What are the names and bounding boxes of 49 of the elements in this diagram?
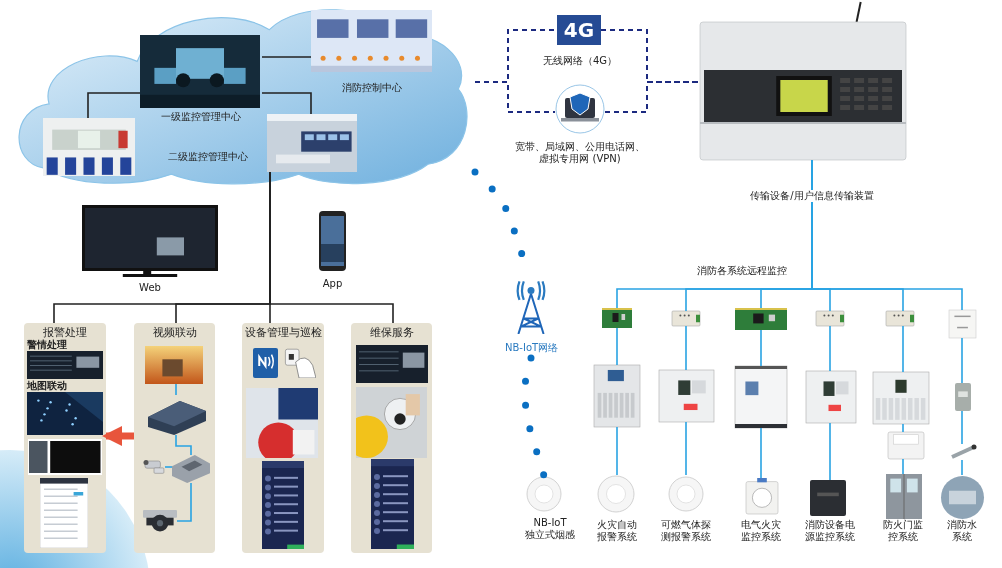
- connector-line: [760, 329, 762, 367]
- system-caption: 消防水系统: [945, 519, 979, 543]
- connector-line: [261, 92, 312, 115]
- connector-line: [87, 92, 141, 119]
- system-caption: 可燃气体探测报警系统: [659, 519, 713, 543]
- connector-line: [175, 383, 177, 396]
- panel-heading: 设备管理与巡检: [243, 326, 323, 339]
- system-caption: 电气火灾监控系统: [739, 519, 783, 543]
- dotted-connector: [521, 354, 548, 480]
- panel-card: [24, 323, 106, 553]
- connector-line: [961, 459, 963, 476]
- connector-line: [961, 410, 963, 445]
- platform-label: Web: [138, 282, 162, 294]
- panel-heading: 维保服务: [368, 326, 415, 339]
- panel-heading: 视频联动: [151, 326, 198, 339]
- connector-line: [164, 466, 173, 468]
- network-badge: 4G: [557, 15, 601, 45]
- platform-label: App: [321, 278, 344, 290]
- connector-line: [961, 337, 963, 384]
- arrow: [102, 426, 134, 446]
- connector-line: [616, 327, 618, 366]
- network-label: NB-IoT网络: [505, 342, 557, 354]
- connector-line: [902, 423, 904, 433]
- panel-card: [242, 323, 324, 553]
- panel-card: [351, 323, 432, 553]
- dashed-connector: [474, 81, 556, 113]
- connector-line: [176, 482, 192, 522]
- center-label: 一级监控管理中心: [160, 111, 242, 123]
- system-caption: 火灾自动报警系统: [595, 519, 639, 543]
- panel-heading: 报警处理: [42, 326, 88, 339]
- connector-line: [685, 325, 687, 371]
- center-label: 消防控制中心: [341, 82, 403, 94]
- panel-card: [134, 323, 215, 553]
- system-caption: 防火门监控系统: [881, 519, 925, 543]
- connector-line: [685, 421, 687, 476]
- label: 消防各系统远程监控: [694, 265, 790, 277]
- screenshot-label: 地图联动: [27, 380, 67, 392]
- connector-line: [175, 434, 192, 456]
- connector-line: [829, 422, 831, 481]
- connector-line: [902, 325, 904, 373]
- connector-line: [829, 325, 831, 372]
- connector-line: [616, 426, 618, 476]
- dashed-connector: [600, 29, 701, 83]
- label: 二级监控管理中心: [167, 151, 249, 163]
- system-caption: 消防设备电源监控系统: [803, 519, 857, 543]
- connector-line: [760, 427, 762, 479]
- connector-line: [261, 56, 312, 58]
- connector-line: [902, 458, 904, 475]
- screenshot-label: 警情处理: [27, 339, 67, 351]
